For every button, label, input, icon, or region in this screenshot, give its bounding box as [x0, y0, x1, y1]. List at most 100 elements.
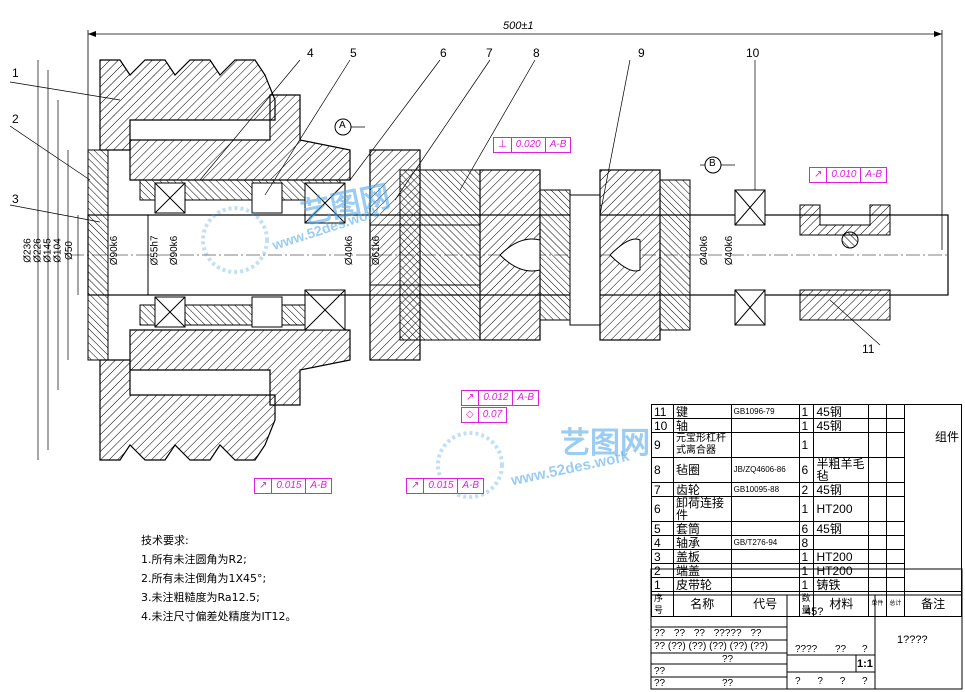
bom-single — [868, 432, 888, 458]
bom-no: 10 — [651, 418, 674, 433]
callout-10: 10 — [746, 46, 760, 60]
bom-code — [730, 496, 800, 522]
bom-single — [868, 496, 888, 522]
bom-header-total: 总计 — [886, 591, 906, 617]
bom-material: 45钢 — [813, 418, 870, 433]
watermark-brand-2: 艺图网 — [560, 427, 650, 460]
shaft-dim-2: Ø55h7 — [149, 235, 161, 266]
bom-header-remark: 备注 — [904, 591, 962, 617]
watermark-logo — [201, 206, 504, 499]
note-2: 2.所有未注倒角为1X45°; — [141, 572, 267, 585]
tb-scale: 1:1 — [857, 658, 873, 670]
bom-qty: 1 — [798, 418, 815, 433]
housing — [129, 94, 351, 406]
bom-single — [868, 535, 888, 550]
tb-scale-a: ?? — [835, 644, 847, 655]
bom-total — [886, 577, 906, 592]
bom-header-code: 代号 — [730, 591, 800, 617]
bom-total — [886, 521, 906, 536]
bom-name: 键 — [672, 404, 732, 419]
bom-material: HT200 — [813, 549, 870, 564]
bom-name: 套筒 — [672, 521, 732, 536]
bom-header-row: 序号 名称 代号 数量 材料 单件 总计 备注 — [651, 591, 962, 617]
bom-qty: 1 — [798, 404, 815, 419]
dia-50: Ø50 — [63, 241, 75, 260]
shaft-dim-3: Ø90k6 — [169, 235, 181, 266]
bom-code: GB1096-79 — [730, 404, 800, 419]
bom-single — [868, 521, 888, 536]
bom-group-label: 组件 — [904, 404, 962, 592]
note-3: 3.未注粗糙度为Ra12.5; — [141, 591, 260, 604]
bom-single — [868, 549, 888, 564]
bom-no: 7 — [651, 482, 674, 497]
bom-material: 45钢 — [813, 404, 870, 419]
bom-no: 2 — [651, 563, 674, 578]
tb-row3: ?? — [722, 654, 734, 665]
bom-name: 端盖 — [672, 563, 732, 578]
datum-b: B — [709, 158, 716, 169]
tb-material: 45? — [805, 606, 824, 618]
shaft-dim-5: Ø61k6 — [371, 235, 383, 266]
bom-qty: 6 — [798, 521, 815, 536]
bom-no: 8 — [651, 457, 674, 483]
bom-code — [730, 521, 800, 536]
callout-3: 3 — [12, 192, 19, 206]
bom-material: 45钢 — [813, 482, 870, 497]
bom-code — [730, 432, 800, 458]
bom-qty: 1 — [798, 432, 815, 458]
callout-4: 4 — [307, 46, 314, 60]
bom-name: 毡圈 — [672, 457, 732, 483]
bom-single — [868, 404, 888, 419]
bom-qty: 1 — [798, 563, 815, 578]
tb-row5-a: ?? — [654, 678, 666, 689]
bom-code — [730, 418, 800, 433]
technical-notes: 技术要求: 1.所有未注圆角为R2; 2.所有未注倒角为1X45°; 3.未注粗… — [141, 531, 296, 626]
bom-material: 半粗羊毛毡 — [813, 457, 870, 483]
bom-code: JB/ZQ4606-86 — [730, 457, 800, 483]
bom-name: 盖板 — [672, 549, 732, 564]
bom-code — [730, 549, 800, 564]
tolerance-frame-4: ◇0.07 — [461, 407, 508, 423]
gear-left — [369, 149, 481, 361]
bom-qty: 1 — [798, 577, 815, 592]
note-4: 4.未注尺寸偏差处精度为IT12。 — [141, 610, 297, 623]
bom-header-material: 材料 — [813, 591, 870, 617]
bom-no: 6 — [651, 496, 674, 522]
bom-code: GB10095-88 — [730, 482, 800, 497]
shaft-dim-1: Ø90k6 — [109, 235, 121, 266]
bom-name: 卸荷连接件 — [672, 496, 732, 522]
tb-row6: ? ? ? ? — [795, 676, 868, 687]
tb-scale-b: ? — [862, 644, 868, 655]
bom-qty: 6 — [798, 457, 815, 483]
bom-name: 齿轮 — [672, 482, 732, 497]
bom-total — [886, 496, 906, 522]
callout-2: 2 — [12, 112, 19, 126]
bom-no: 5 — [651, 521, 674, 536]
bom-material: 铸铁 — [813, 577, 870, 592]
bom-name: 元宝形杠杆式离合器 — [672, 432, 732, 458]
bom-qty: 8 — [798, 535, 815, 550]
callout-7: 7 — [486, 46, 493, 60]
bom-header-no: 序号 — [651, 591, 674, 617]
bom-no: 3 — [651, 549, 674, 564]
bom-header-name: 名称 — [672, 591, 732, 617]
bom-single — [868, 482, 888, 497]
dia-104: Ø104 — [52, 238, 64, 263]
bom-code — [730, 563, 800, 578]
bom-code — [730, 577, 800, 592]
right-bearing — [734, 189, 766, 326]
datum-b-marker — [704, 156, 722, 174]
bom-qty: 1 — [798, 549, 815, 564]
